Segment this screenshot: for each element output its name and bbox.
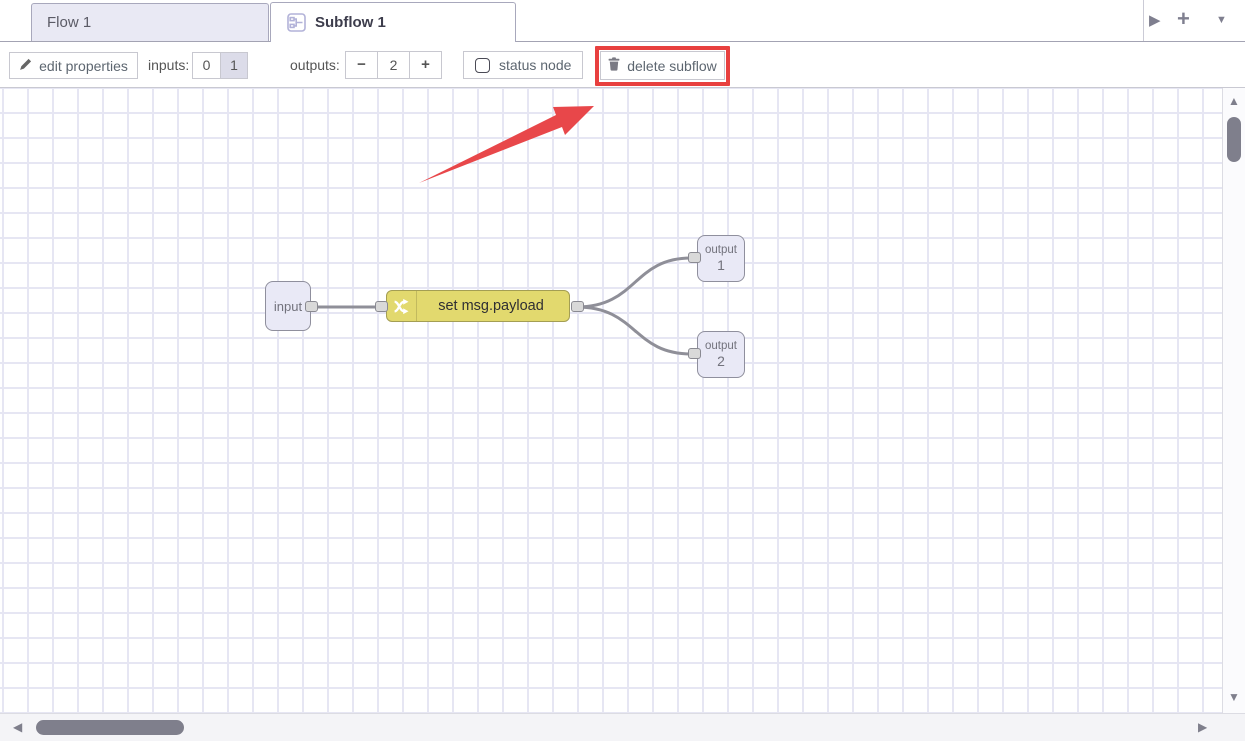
output1-node-number: 1 [717, 256, 725, 273]
wire-change-to-output1[interactable] [575, 256, 693, 309]
tab-subflow-1[interactable]: Subflow 1 [270, 2, 516, 42]
input-node-output-port[interactable] [305, 301, 318, 312]
output2-node-number: 2 [717, 352, 725, 369]
tab-flow-1-label: Flow 1 [47, 14, 92, 31]
edit-properties-button[interactable]: edit properties [9, 52, 138, 79]
scroll-tabs-right-icon[interactable]: ▶ [1149, 12, 1161, 29]
change-node-label: set msg.payload [438, 298, 544, 314]
horizontal-scrollbar[interactable]: ◀ ▶ [0, 713, 1245, 741]
wires-layer [313, 106, 693, 356]
subflow-toolbar: edit properties inputs: 0 1 outputs: − 2… [0, 42, 1245, 88]
annotation-arrow [419, 106, 594, 183]
tab-flow-1[interactable]: Flow 1 [31, 3, 269, 41]
list-flows-chevron-down-icon[interactable]: ▼ [1216, 14, 1227, 26]
inputs-1-button[interactable]: 1 [220, 53, 247, 78]
tabbar-separator [1143, 0, 1144, 41]
pencil-icon [19, 58, 32, 74]
status-node-checkbox[interactable] [475, 57, 490, 73]
outputs-label: outputs: [290, 57, 340, 73]
delete-subflow-button[interactable]: delete subflow [600, 51, 725, 80]
status-node-label: status node [499, 57, 572, 73]
subflow-input-node[interactable]: input [265, 281, 311, 331]
delete-subflow-label: delete subflow [627, 57, 717, 74]
scroll-right-icon[interactable]: ▶ [1198, 720, 1208, 734]
subflow-icon [287, 13, 306, 32]
input-node-label: input [273, 298, 303, 314]
subflow-output-1-node[interactable]: output 1 [697, 235, 745, 282]
outputs-decrease-button[interactable]: − [345, 51, 378, 79]
horizontal-scrollbar-thumb[interactable] [36, 720, 184, 735]
output1-node-label: output [705, 243, 737, 256]
output2-node-input-port[interactable] [688, 348, 701, 359]
change-node[interactable]: set msg.payload [386, 290, 570, 322]
status-node-toggle[interactable]: status node [463, 51, 583, 79]
add-flow-icon[interactable]: + [1177, 6, 1190, 31]
trash-icon [608, 57, 620, 74]
flow-tab-bar: Flow 1 Subflow 1 ▶ + ▼ [0, 0, 1245, 42]
output1-node-input-port[interactable] [688, 252, 701, 263]
edit-properties-label: edit properties [39, 57, 128, 74]
change-node-output-port[interactable] [571, 301, 584, 312]
wire-change-to-output2[interactable] [575, 305, 693, 356]
scroll-down-icon[interactable]: ▼ [1228, 690, 1240, 704]
outputs-count[interactable]: 2 [377, 51, 410, 79]
inputs-0-button[interactable]: 0 [193, 53, 220, 78]
inputs-label: inputs: [148, 57, 190, 73]
vertical-scrollbar-thumb[interactable] [1227, 117, 1241, 162]
outputs-stepper: − 2 + [345, 51, 442, 79]
scroll-up-icon[interactable]: ▲ [1228, 94, 1240, 108]
flow-canvas[interactable]: input set msg.payload output 1 output 2 [0, 88, 1222, 713]
outputs-increase-button[interactable]: + [409, 51, 442, 79]
subflow-output-2-node[interactable]: output 2 [697, 331, 745, 378]
vertical-scrollbar[interactable]: ▲ ▼ [1222, 88, 1245, 713]
tab-subflow-1-label: Subflow 1 [315, 14, 386, 31]
scroll-left-icon[interactable]: ◀ [13, 720, 23, 734]
tabbar-bottom-border [0, 41, 1245, 42]
output2-node-label: output [705, 339, 737, 352]
inputs-toggle-group: 0 1 [192, 52, 248, 79]
change-node-input-port[interactable] [375, 301, 388, 312]
shuffle-icon [387, 291, 417, 321]
